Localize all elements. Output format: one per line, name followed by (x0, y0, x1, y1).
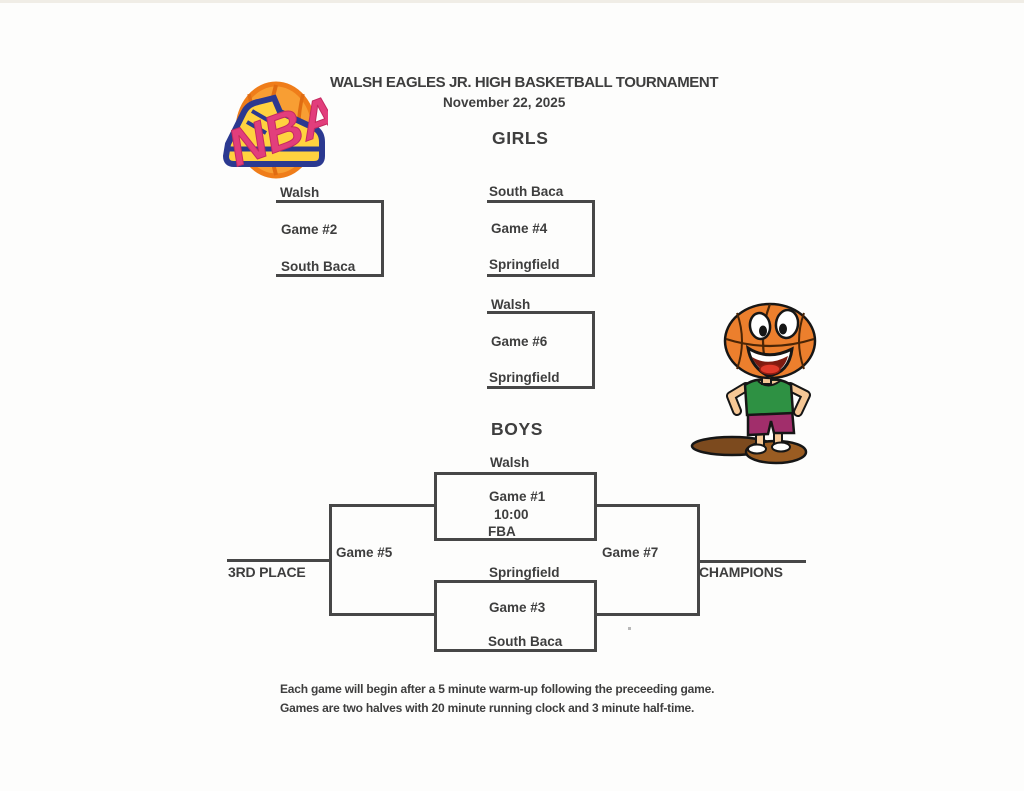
bracket-line (597, 504, 697, 507)
bracket-line (329, 504, 434, 507)
boys-game1-venue: FBA (488, 524, 516, 539)
bracket-line (487, 200, 595, 203)
boys-game1-label: Game #1 (489, 489, 546, 504)
page-date: November 22, 2025 (443, 95, 566, 110)
page-title: WALSH EAGLES JR. HIGH BASKETBALL TOURNAM… (330, 74, 719, 91)
bracket-line (276, 200, 384, 203)
third-place-label: 3RD PLACE (228, 564, 306, 580)
girls-game2-top-team: Walsh (280, 185, 320, 200)
boys-game3-label: Game #3 (489, 600, 546, 615)
bracket-line (597, 613, 697, 616)
champions-line (697, 560, 806, 563)
bracket-line (592, 311, 595, 389)
bracket-line (276, 274, 384, 277)
bracket-line (487, 386, 595, 389)
bracket-line (487, 311, 595, 314)
girls-game2-bottom-team: South Baca (281, 259, 356, 274)
basketball-mascot-icon (690, 302, 817, 465)
boys-game1-time: 10:00 (494, 507, 529, 522)
bracket-line (329, 613, 434, 616)
girls-game6-bottom-team: Springfield (489, 370, 560, 385)
girls-game6-label: Game #6 (491, 334, 548, 349)
bracket-line (381, 200, 384, 277)
boys-bottom-team: South Baca (488, 634, 563, 649)
boys-game3-box (434, 580, 597, 652)
girls-game4-bottom-team: Springfield (489, 257, 560, 272)
third-place-line (227, 559, 331, 562)
boys-middle-team: Springfield (489, 565, 560, 580)
boys-game5-label: Game #5 (336, 545, 393, 560)
nba-sneaker-logo-icon: NBA (220, 81, 328, 179)
girls-game4-top-team: South Baca (489, 184, 564, 199)
girls-game6-top-team: Walsh (491, 297, 531, 312)
boys-game7-label: Game #7 (602, 545, 659, 560)
girls-heading: GIRLS (492, 128, 549, 148)
girls-game4-label: Game #4 (491, 221, 548, 236)
scan-edge-artifact (0, 0, 1024, 3)
boys-game1-box (434, 472, 597, 541)
champions-label: CHAMPIONS (699, 564, 783, 580)
bracket-line (487, 274, 595, 277)
footer-note-1: Each game will begin after a 5 minute wa… (280, 682, 715, 696)
scan-speck (628, 627, 631, 630)
boys-heading: BOYS (491, 419, 543, 439)
footer-note-2: Games are two halves with 20 minute runn… (280, 701, 695, 715)
bracket-line (592, 200, 595, 277)
girls-game2-label: Game #2 (281, 222, 338, 237)
boys-top-team: Walsh (490, 455, 530, 470)
